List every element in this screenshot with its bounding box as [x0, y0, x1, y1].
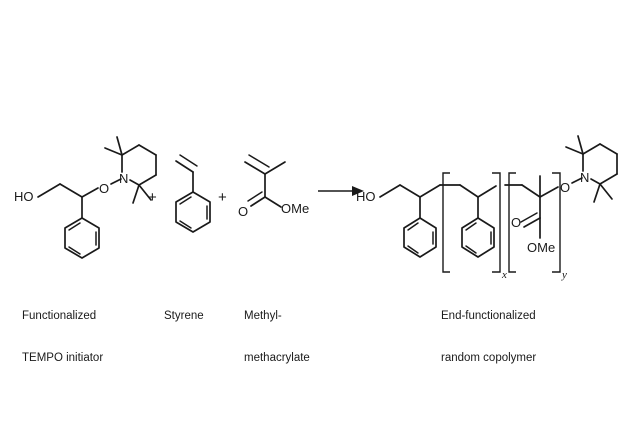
phenyl-ring-copolymer-head — [403, 217, 437, 258]
bond-mma-vinyl-double — [248, 154, 270, 168]
caption-tempo-initiator-line2: TEMPO initiator — [22, 352, 104, 364]
phenyl-ring-initiator — [64, 217, 100, 259]
bond-ch2-ch — [59, 183, 83, 198]
bond-c6-n — [129, 179, 140, 186]
bond-y-ch2-c — [521, 184, 541, 198]
bond-c5-c6 — [138, 174, 157, 186]
bond-mma-vinyl — [244, 161, 266, 175]
reaction-arrow — [318, 186, 364, 196]
bond-x-ch2-ch — [459, 184, 479, 198]
caption-copolymer: End-functionalized random copolymer — [441, 281, 536, 393]
copolymer-carbonyl-oxygen-label: O — [511, 215, 521, 230]
copolymer-head-inner-3 — [407, 222, 419, 231]
bond-y-c-o — [539, 186, 559, 198]
caption-methyl-methacrylate: Methyl- methacrylate — [244, 281, 310, 393]
bracket-x-close — [492, 172, 501, 273]
bond-copolymer-c3-c4 — [599, 143, 618, 155]
bond-y-carbonyl-o — [523, 217, 541, 228]
alkoxyamine-oxygen-label: O — [99, 181, 109, 196]
phenyl-inner-bond-3 — [68, 222, 81, 231]
bond-copolymer-c5-c6 — [599, 173, 618, 185]
plus-sign-1: + — [148, 189, 157, 206]
bond-y-carbonyl-o-double — [520, 212, 538, 223]
tempo-initiator-structure: HO O N — [14, 136, 157, 259]
mma-carbonyl-oxygen-label: O — [238, 204, 248, 219]
bond-copolymer-c6-n — [590, 178, 601, 185]
phenyl-ring-styrene — [175, 191, 211, 233]
copolymer-structure: HO x — [356, 135, 618, 281]
bond-mma-carbonyl-o — [250, 196, 266, 207]
bond-ch-o — [81, 187, 99, 198]
bracket-y-close — [552, 172, 561, 273]
bond-copolymer-ch-ch2-x — [419, 184, 441, 198]
caption-styrene: Styrene — [164, 281, 204, 351]
copolymer-alkoxyamine-oxygen-label: O — [560, 180, 570, 195]
bond-c6-methyl-a — [132, 184, 140, 204]
bracket-y-open — [508, 172, 516, 273]
bond-copolymer-ho-ch2 — [379, 184, 401, 198]
bond-copolymer-c2-c3 — [582, 143, 601, 155]
copolymer-hydroxyl-label: HO — [356, 189, 376, 204]
plus-sign-2: + — [218, 189, 227, 206]
bond-ho-ch2 — [37, 183, 61, 198]
caption-styrene-line1: Styrene — [164, 310, 204, 322]
bond-copolymer-c2-methyl-b — [577, 135, 584, 155]
caption-methyl-methacrylate-line1: Methyl- — [244, 310, 282, 322]
styrene-inner-bond-2 — [179, 220, 192, 229]
styrene-structure — [175, 154, 211, 233]
copolymer-methoxy-label: OMe — [527, 240, 555, 255]
copolymer-nitrogen-label: N — [580, 170, 589, 185]
bond-c2-methyl-a — [104, 147, 123, 156]
bond-copolymer-c6-methyl-b — [599, 183, 613, 200]
bond-copolymer-c2-methyl-a — [565, 146, 584, 155]
bond-c6-methyl-b — [138, 184, 152, 201]
bracket-x-open — [442, 172, 450, 273]
bond-copolymer-o-n — [571, 177, 583, 184]
bond-c2-methyl-b — [116, 136, 123, 156]
bond-vinyl-styrene-double — [179, 154, 198, 167]
caption-methyl-methacrylate-line2: methacrylate — [244, 352, 310, 364]
methyl-methacrylate-structure: O OMe — [238, 154, 309, 219]
bond-vinyl-styrene — [175, 160, 194, 173]
caption-copolymer-line1: End-functionalized — [441, 310, 536, 322]
bond-copolymer-ch2-ch — [399, 184, 421, 198]
phenyl-inner-bond-2 — [68, 246, 81, 255]
arrow-head — [352, 186, 364, 196]
caption-tempo-initiator-line1: Functionalized — [22, 310, 97, 322]
x-unit-inner-2 — [465, 245, 477, 254]
bond-copolymer-c6-methyl-a — [593, 183, 601, 203]
bond-mma-alpha-methyl — [264, 161, 286, 175]
bracket-x-subscript: x — [501, 269, 507, 281]
styrene-inner-bond-3 — [179, 196, 192, 205]
x-unit-inner-3 — [465, 222, 477, 231]
bond-mma-ester-o — [264, 196, 282, 208]
mma-methoxy-label: OMe — [281, 201, 309, 216]
bond-c2-c3 — [121, 144, 140, 156]
bond-mma-carbonyl-o-double — [247, 191, 263, 202]
hydroxyl-label: HO — [14, 189, 34, 204]
caption-copolymer-line2: random copolymer — [441, 352, 537, 364]
bracket-y-subscript: y — [561, 269, 567, 281]
copolymer-head-inner-2 — [407, 245, 419, 254]
caption-tempo-initiator: Functionalized TEMPO initiator — [22, 281, 103, 393]
bond-x-exit — [477, 185, 497, 198]
bond-c3-c4 — [138, 144, 157, 156]
nitrogen-label: N — [119, 171, 128, 186]
bond-o-n — [110, 178, 122, 185]
phenyl-ring-x-unit — [461, 217, 495, 258]
